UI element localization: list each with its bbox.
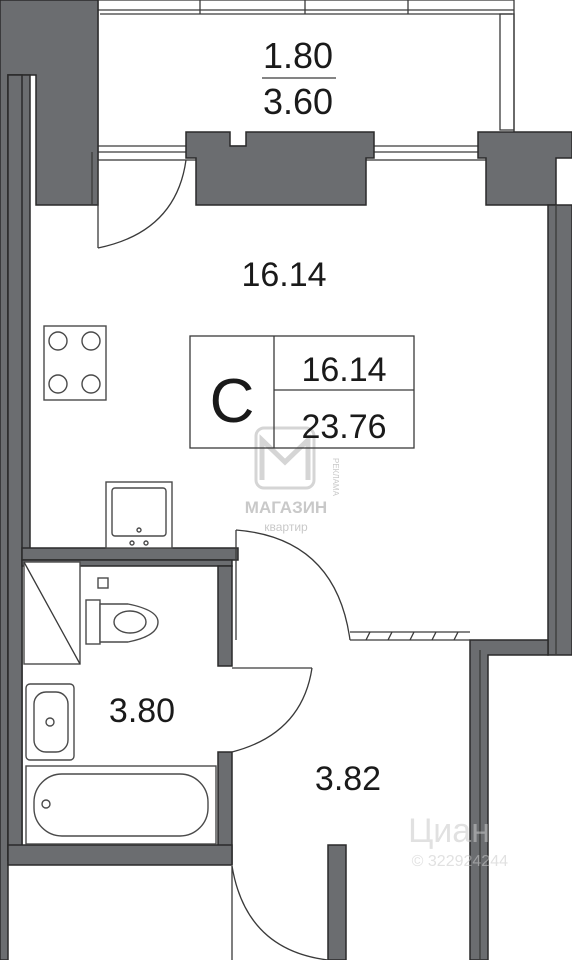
source-name: Циан xyxy=(408,812,490,850)
total-area-value: 23.76 xyxy=(301,408,386,446)
watermark-side-text: РЕКЛАМА xyxy=(331,458,340,497)
balcony-area-bottom: 3.60 xyxy=(263,81,333,122)
shaft xyxy=(23,561,81,665)
stove xyxy=(43,325,107,401)
balcony-area-label: 1.80 3.60 xyxy=(262,35,336,122)
entrance-door xyxy=(231,865,329,960)
living-area-value: 16.14 xyxy=(301,351,386,389)
area-summary-box: C 16.14 23.76 xyxy=(189,335,415,449)
apartment-type: C xyxy=(210,367,255,436)
source-id: © 322924244 xyxy=(412,853,508,870)
balcony-door xyxy=(91,152,187,249)
kitchen-sink xyxy=(105,481,173,549)
watermark-source: Циан © 322924244 xyxy=(408,812,508,870)
watermark-logo: РЕКЛАМА МАГАЗИН квартир xyxy=(245,426,340,534)
hallway-area: 3.82 xyxy=(315,760,381,798)
toilet xyxy=(85,577,159,645)
bathroom-door xyxy=(231,529,351,753)
watermark-brand-sub: квартир xyxy=(264,520,308,534)
bathtub xyxy=(25,765,217,845)
watermark-brand: МАГАЗИН xyxy=(245,498,327,517)
bathroom-area: 3.80 xyxy=(109,692,175,730)
washbasin xyxy=(25,683,75,761)
balcony-area-top: 1.80 xyxy=(263,35,333,76)
living-room-area: 16.14 xyxy=(241,256,326,294)
kitchen-partition xyxy=(350,631,470,641)
